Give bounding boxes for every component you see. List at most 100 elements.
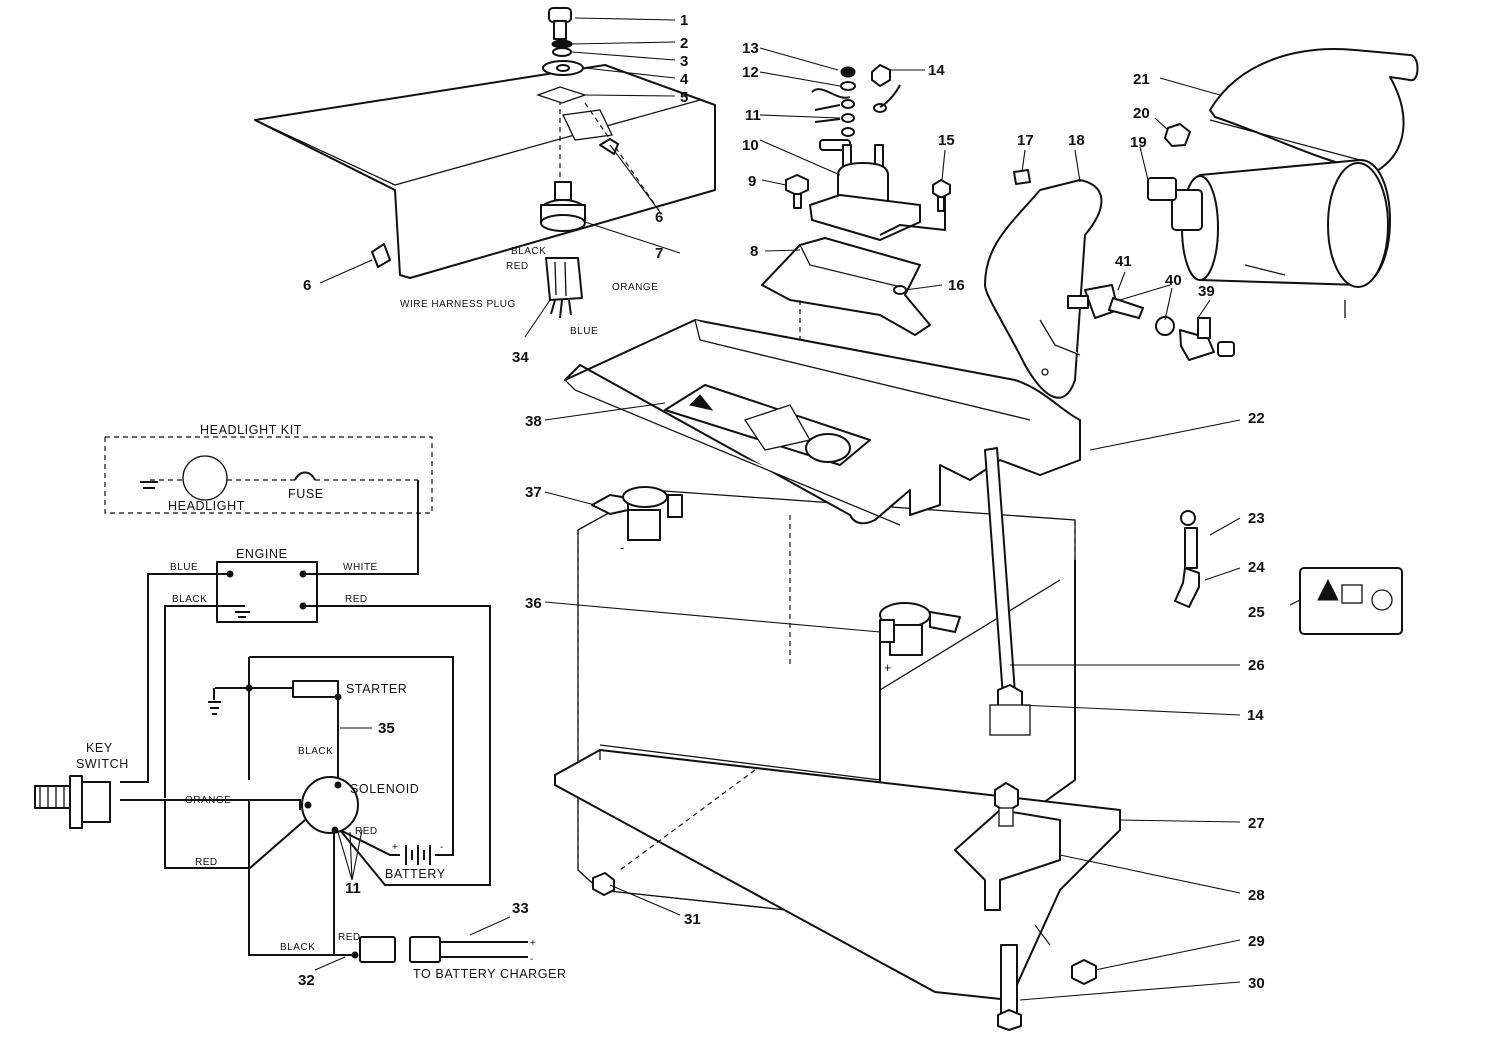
- battery-marks: - +: [620, 541, 892, 675]
- bracket-18: [984, 179, 1103, 399]
- starter-shield-21: [1209, 48, 1419, 173]
- plug-label-black: BLACK: [511, 246, 546, 257]
- screw-17: [1013, 169, 1031, 185]
- headlight-kit-box: [104, 436, 433, 575]
- callout-19: 19: [1130, 134, 1147, 151]
- callout-6b: 6: [303, 277, 311, 294]
- callout-5: 5: [680, 89, 688, 106]
- callout-40: 40: [1165, 272, 1182, 289]
- label-red-engine: RED: [345, 594, 368, 605]
- callout-8: 8: [750, 243, 758, 260]
- callout-33: 33: [512, 900, 529, 917]
- callout-17: 17: [1017, 132, 1034, 149]
- callout-18: 18: [1068, 132, 1085, 149]
- label-black-bottom: BLACK: [280, 942, 315, 953]
- schematic-wires: [120, 573, 528, 963]
- callout-7: 7: [655, 245, 663, 262]
- label-plus-charger: +: [530, 938, 536, 949]
- decal-25: [1299, 567, 1403, 635]
- plug-labels: BLACK RED ORANGE BLUE WIRE HARNESS PLUG: [400, 246, 658, 337]
- callout-27: 27: [1248, 815, 1265, 832]
- schematic-labels: HEADLIGHT KIT HEADLIGHT FUSE ENGINE BLUE…: [76, 423, 567, 981]
- callout-39: 39: [1198, 283, 1215, 300]
- plug-label-name: WIRE HARNESS PLUG: [400, 299, 516, 310]
- callout-10: 10: [742, 137, 759, 154]
- nut-14-tray: [994, 782, 1019, 827]
- wire-harness-plug: [545, 257, 583, 319]
- callout-31: 31: [684, 911, 701, 928]
- label-solenoid: SOLENOID: [350, 782, 419, 796]
- label-headlight: HEADLIGHT: [168, 499, 245, 513]
- bolt-30: [997, 944, 1022, 1031]
- bolt-31: [592, 872, 615, 896]
- battery-cover: [564, 319, 1081, 526]
- callout-6a: 6: [655, 209, 663, 226]
- terminal-41-40-39: [1067, 284, 1235, 361]
- callout-14a: 14: [928, 62, 945, 79]
- bolt-29: [1071, 959, 1097, 985]
- callout-23: 23: [1248, 510, 1265, 527]
- label-starter: STARTER: [346, 682, 407, 696]
- label-fuse: FUSE: [288, 487, 324, 501]
- label-white: WHITE: [343, 562, 378, 573]
- engine-box: [216, 561, 318, 623]
- label-minus-charger: -: [530, 954, 534, 965]
- callout-3: 3: [680, 53, 688, 70]
- callout-11a: 11: [745, 107, 761, 124]
- callout-37: 37: [525, 484, 542, 501]
- dash-panel: [254, 64, 716, 279]
- label-minus-battery: -: [440, 842, 444, 853]
- callout-36: 36: [525, 595, 542, 612]
- leader-lines: [314, 17, 1301, 1001]
- callout-13: 13: [742, 40, 759, 57]
- label-red-sol: RED: [355, 826, 378, 837]
- label-headlight-kit: HEADLIGHT KIT: [200, 423, 302, 437]
- callout-4: 4: [680, 71, 689, 88]
- callout-21: 21: [1133, 71, 1150, 88]
- battery-tray-27: [554, 749, 1121, 1001]
- callout-11b: 11: [345, 880, 361, 897]
- solenoid: [809, 139, 946, 241]
- callout-32: 32: [298, 972, 315, 989]
- callout-30: 30: [1248, 975, 1265, 992]
- label-black-engine: BLACK: [172, 594, 207, 605]
- stud-23-24: [1174, 510, 1200, 608]
- callout-14b: 14: [1247, 707, 1264, 724]
- dash-bolt-31: [619, 769, 756, 871]
- label-key: KEY: [86, 741, 113, 755]
- clip-6b: [371, 243, 391, 268]
- label-engine: ENGINE: [236, 547, 288, 561]
- screw-20: [1164, 123, 1191, 147]
- plug-label-orange: ORANGE: [612, 282, 658, 293]
- mark-negative: -: [620, 541, 625, 555]
- label-black-starter: BLACK: [298, 746, 333, 757]
- starter-motor: [1147, 159, 1391, 318]
- callout-16: 16: [948, 277, 965, 294]
- label-switch: SWITCH: [76, 757, 129, 771]
- label-plus-battery: +: [392, 842, 398, 853]
- callout-41: 41: [1115, 253, 1132, 270]
- plug-label-blue: BLUE: [570, 326, 598, 337]
- callout-26: 26: [1248, 657, 1265, 674]
- callout-38: 38: [525, 413, 542, 430]
- callout-35: 35: [378, 720, 395, 737]
- callout-12: 12: [742, 64, 759, 81]
- mark-positive: +: [884, 661, 892, 675]
- callout-24: 24: [1248, 559, 1265, 576]
- mount-bracket-8: [761, 237, 931, 336]
- bolt-15: [932, 179, 951, 212]
- callout-numbers: 1 2 3 4 5 6 6 7 8 9 10 11 11 12 13 14 14…: [298, 12, 1265, 992]
- label-to-charger: TO BATTERY CHARGER: [413, 967, 567, 981]
- key: [536, 7, 588, 104]
- callout-1: 1: [680, 12, 688, 29]
- terminal-36: [879, 602, 961, 656]
- plug-label-red: RED: [506, 261, 529, 272]
- terminal-37: [591, 486, 683, 541]
- callout-25: 25: [1248, 604, 1265, 621]
- label-blue: BLUE: [170, 562, 198, 573]
- solenoid-hardware: [811, 64, 901, 137]
- callout-28: 28: [1248, 887, 1265, 904]
- key-switch-body: [540, 181, 586, 232]
